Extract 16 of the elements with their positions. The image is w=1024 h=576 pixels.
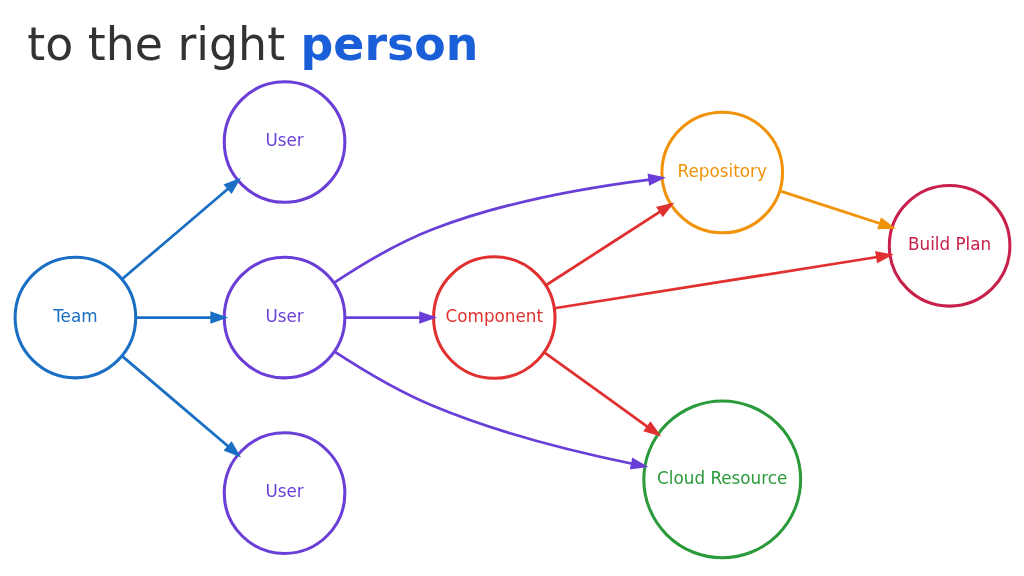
node-circle: Team xyxy=(13,255,137,379)
diagram-title: to the right person xyxy=(26,16,478,71)
node-circle: Build Plan xyxy=(887,183,1011,308)
arrow xyxy=(545,201,674,286)
node-circle: User xyxy=(222,255,346,379)
node-circle: Repository xyxy=(659,110,784,234)
arrow xyxy=(333,173,666,284)
arrow xyxy=(344,310,437,324)
arrow xyxy=(120,177,241,280)
arrow xyxy=(135,310,228,324)
arrow xyxy=(333,350,648,470)
arrow xyxy=(543,351,661,437)
arrow xyxy=(553,250,894,310)
arrow xyxy=(120,354,241,457)
node-circle: Component xyxy=(431,254,557,380)
arrow xyxy=(778,189,896,229)
